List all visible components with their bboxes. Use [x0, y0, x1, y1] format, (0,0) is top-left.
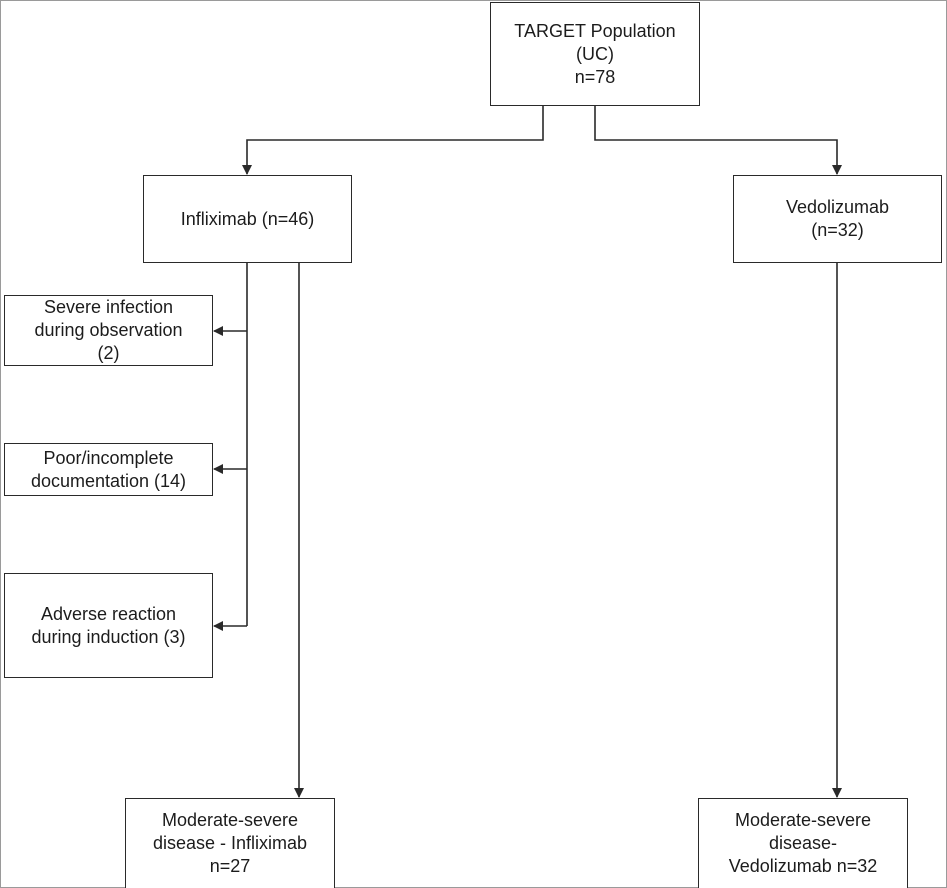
- node-final-infliximab-label: Moderate-severe disease - Infliximab n=2…: [152, 810, 308, 876]
- node-exclusion-documentation: Poor/incomplete documentation (14): [4, 443, 213, 496]
- node-exclusion-infection: Severe infection during observation (2): [4, 295, 213, 366]
- node-vedolizumab-label: Vedolizumab (n=32): [785, 197, 890, 240]
- node-target-population-label: TARGET Population (UC) n=78: [514, 20, 676, 87]
- node-exclusion-documentation-label: Poor/incomplete documentation (14): [30, 447, 187, 491]
- node-final-vedolizumab: Moderate-severe disease- Vedolizumab n=3…: [698, 798, 908, 888]
- node-exclusion-adverse-reaction: Adverse reaction during induction (3): [4, 573, 213, 678]
- node-final-vedolizumab-label: Moderate-severe disease- Vedolizumab n=3…: [728, 810, 878, 876]
- node-final-infliximab: Moderate-severe disease - Infliximab n=2…: [125, 798, 335, 888]
- node-exclusion-infection-label: Severe infection during observation (2): [34, 297, 183, 363]
- node-target-population: TARGET Population (UC) n=78: [490, 2, 700, 106]
- node-infliximab-label: Infliximab (n=46): [180, 208, 315, 229]
- arrow-target-to-infliximab: [242, 106, 544, 175]
- node-infliximab: Infliximab (n=46): [143, 175, 352, 263]
- arrow-target-to-vedolizumab: [594, 106, 842, 175]
- node-vedolizumab: Vedolizumab (n=32): [733, 175, 942, 263]
- node-exclusion-adverse-reaction-label: Adverse reaction during induction (3): [31, 603, 186, 647]
